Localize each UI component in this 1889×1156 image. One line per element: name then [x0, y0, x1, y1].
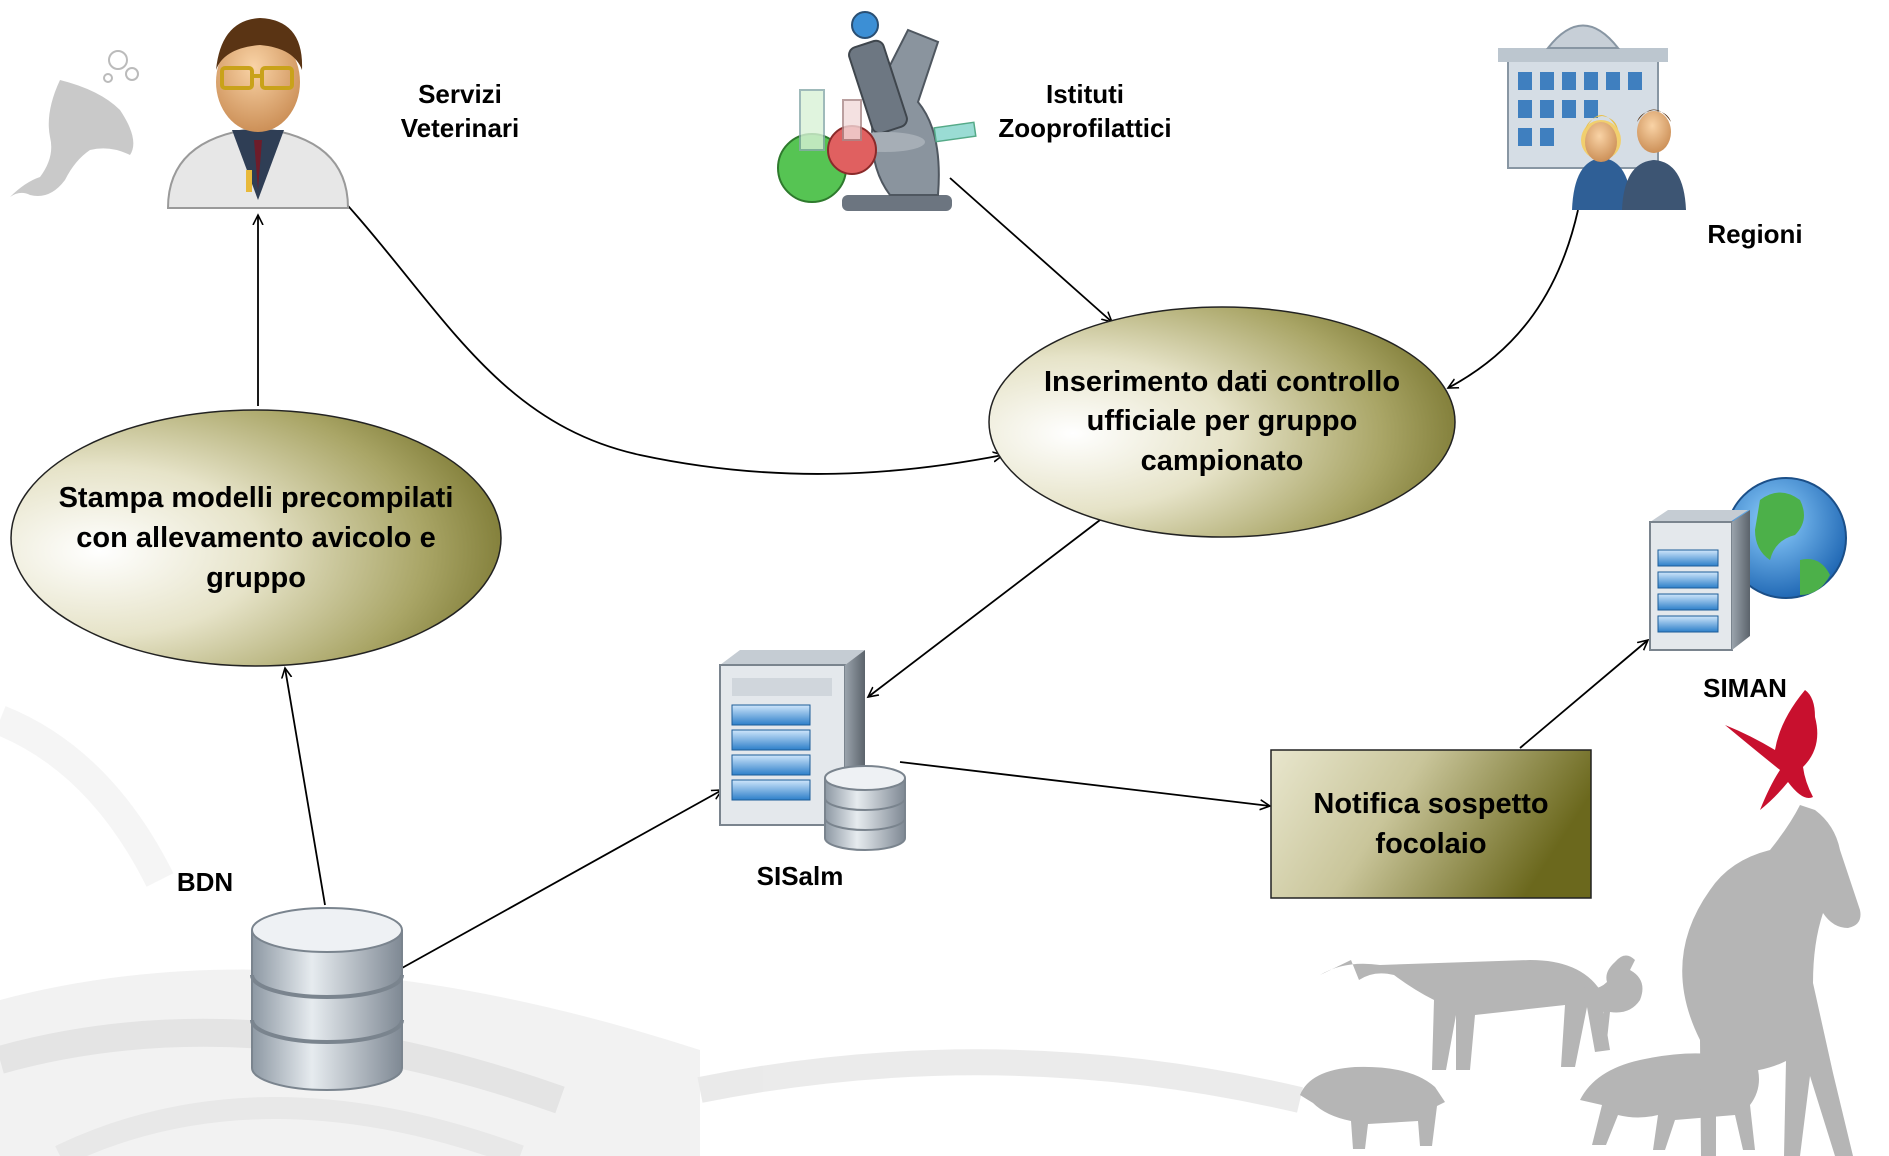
process-inserimento-text: Inserimento dati controllo ufficiale per… [1000, 352, 1444, 492]
siman-bird-logo-icon [1725, 690, 1818, 810]
government-building-icon [1498, 24, 1686, 210]
stampa-line1: Stampa modelli precompilati [58, 481, 454, 514]
arrow-bdn-to-sisalm [401, 790, 722, 969]
notifica-line1: Notifica sospetto [1313, 787, 1549, 820]
server-database-icon [719, 650, 906, 851]
inserimento-line1: Inserimento dati controllo [1043, 366, 1401, 399]
arrow-sisalm-to-notifica [899, 761, 1270, 806]
arrow-regioni-to-inserimento [1448, 209, 1579, 388]
connectors [258, 157, 1648, 969]
arrow-izs-to-inserimento [949, 177, 1112, 322]
label-istituti-zooprofilattici: Istituti Zooprofilattici [965, 78, 1205, 146]
process-notifica-box[interactable] [1270, 749, 1592, 899]
process-stampa-ellipse[interactable] [10, 409, 502, 667]
label-regioni: Regioni [1707, 219, 1803, 249]
stingray-decoration-icon [10, 50, 139, 197]
inserimento-line3: campionato [1140, 444, 1304, 477]
inserimento-line2: ufficiale per gruppo [1086, 405, 1358, 438]
cow-silhouette [1320, 960, 1610, 1070]
animal-silhouettes [1300, 805, 1861, 1156]
label-servizi-veterinari: Servizi Veterinari [380, 78, 540, 146]
label-istituti-line2: Zooprofilattici [998, 112, 1172, 143]
arrow-notifica-to-siman [1519, 640, 1648, 749]
arrow-inserimento-to-sisalm [868, 519, 1101, 697]
arrow-vet-to-inserimento [301, 157, 1003, 475]
label-servizi-line1: Servizi [418, 79, 502, 109]
process-stampa-text: Stampa modelli precompilati con allevame… [20, 468, 492, 608]
label-bdn: BDN [176, 867, 234, 897]
stampa-line3: gruppo [206, 562, 306, 594]
label-siman: SIMAN [1703, 673, 1787, 703]
process-inserimento-ellipse[interactable] [988, 306, 1456, 538]
label-istituti-line1: Istituti [1046, 79, 1124, 109]
pig-silhouette [1300, 1066, 1445, 1149]
arrow-bdn-to-stampa [285, 668, 326, 906]
server-globe-icon [1649, 477, 1847, 651]
process-notifica-text: Notifica sospetto focolaio [1271, 750, 1591, 898]
notifica-line2: focolaio [1375, 828, 1487, 860]
laboratory-microscope-icon [777, 11, 977, 211]
veterinarian-icon [166, 18, 350, 209]
label-servizi-line2: Veterinari [400, 112, 520, 143]
background-arches [0, 706, 1303, 1156]
label-sisalm: SISalm [756, 861, 844, 891]
horse-silhouette [1682, 805, 1861, 1156]
database-icon [250, 907, 404, 1091]
chicken-silhouette [1582, 955, 1643, 1040]
stampa-line2: con allevamento avicolo e [76, 521, 436, 554]
